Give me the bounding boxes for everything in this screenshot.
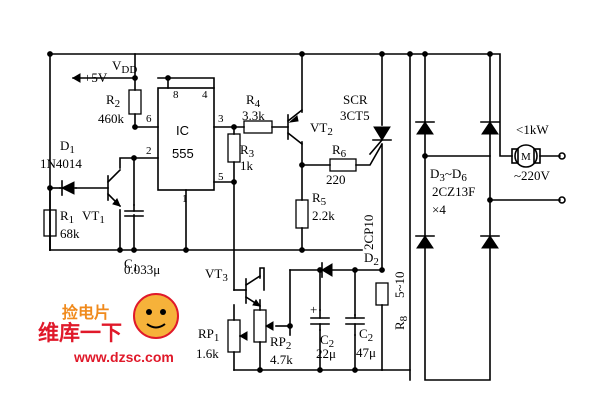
- svg-text:4: 4: [202, 89, 208, 101]
- svg-text:68k: 68k: [60, 226, 80, 241]
- diode-d2: [321, 262, 333, 278]
- svg-text:+: +: [310, 302, 317, 317]
- resistor-r8: [375, 282, 389, 306]
- capacitor-c1: [124, 204, 144, 217]
- svg-text:R6: R6: [332, 142, 347, 160]
- wires: [49, 53, 561, 381]
- svg-text:47μ: 47μ: [356, 345, 376, 360]
- watermark-logo: 捡电片 维库一下 www.dzsc.com: [38, 293, 179, 365]
- terminal-bottom: [558, 196, 566, 204]
- svg-text:5: 5: [218, 171, 224, 183]
- svg-text:C2: C2: [359, 326, 373, 344]
- supply-arrow: [71, 73, 81, 83]
- svg-text:2CZ13F: 2CZ13F: [432, 184, 475, 199]
- resistor-r6: [329, 158, 357, 172]
- svg-text:R1: R1: [60, 208, 74, 226]
- svg-text:4.7k: 4.7k: [270, 352, 293, 367]
- motor-load: [511, 144, 541, 168]
- svg-text:3CT5: 3CT5: [340, 108, 370, 123]
- svg-text:460k: 460k: [98, 111, 125, 126]
- svg-text:D1: D1: [60, 138, 75, 156]
- labels: VDD +5V R2 460k D1 1N4014 R1 68k VT1 IC …: [40, 58, 551, 367]
- svg-text:1.6k: 1.6k: [196, 346, 219, 361]
- resistor-r5: [295, 199, 309, 229]
- svg-text:5~10: 5~10: [392, 271, 407, 298]
- capacitor-c2-47u: [345, 314, 365, 336]
- svg-text:×4: ×4: [432, 202, 446, 217]
- svg-text:1: 1: [182, 193, 188, 205]
- transistor-vt1: [106, 168, 122, 208]
- svg-text:VT1: VT1: [82, 208, 105, 226]
- svg-text:C1: C1: [124, 256, 138, 274]
- svg-text:M: M: [521, 151, 531, 163]
- diode-d1: [59, 180, 77, 196]
- svg-text:VT3: VT3: [205, 266, 228, 284]
- svg-text:SCR: SCR: [343, 92, 368, 107]
- svg-text:+5V: +5V: [84, 70, 108, 85]
- junction-dots: [47, 51, 493, 373]
- svg-text:R8: R8: [392, 315, 410, 330]
- svg-text:<1kW: <1kW: [516, 122, 549, 137]
- transistor-vt3: [244, 274, 262, 308]
- thyristor-scr: [368, 126, 392, 156]
- svg-text:22μ: 22μ: [316, 346, 336, 361]
- svg-text:3.3k: 3.3k: [242, 108, 265, 123]
- svg-text:维库一下: 维库一下: [38, 321, 122, 345]
- svg-text:捡电片: 捡电片: [62, 303, 110, 322]
- svg-text:R5: R5: [312, 190, 327, 208]
- svg-text:D3~D6: D3~D6: [430, 166, 467, 184]
- svg-text:0.033μ: 0.033μ: [124, 262, 160, 277]
- potentiometer-rp2: [253, 309, 274, 343]
- transistor-vt2: [286, 108, 304, 146]
- svg-text:3: 3: [218, 113, 224, 125]
- svg-text:VDD: VDD: [112, 58, 137, 76]
- svg-text:2CP10: 2CP10: [361, 215, 376, 250]
- svg-text:R3: R3: [240, 142, 255, 160]
- svg-text:RP1: RP1: [198, 326, 219, 344]
- svg-text:555: 555: [172, 146, 194, 161]
- bridge-diodes: [415, 121, 500, 249]
- resistor-r3: [227, 133, 241, 163]
- svg-text:D2: D2: [364, 250, 379, 268]
- resistor-r4: [243, 120, 273, 134]
- svg-text:IC: IC: [176, 123, 189, 138]
- svg-text:www.dzsc.com: www.dzsc.com: [73, 349, 174, 365]
- svg-text:220: 220: [326, 172, 346, 187]
- svg-text:RP2: RP2: [270, 334, 291, 352]
- svg-text:1k: 1k: [240, 158, 254, 173]
- svg-text:6: 6: [146, 113, 152, 125]
- terminal-top: [558, 152, 566, 160]
- svg-text:1N4014: 1N4014: [40, 156, 82, 171]
- capacitor-c2-22u: [310, 309, 330, 331]
- svg-text:R2: R2: [106, 92, 120, 110]
- svg-text:8: 8: [173, 89, 179, 101]
- svg-text:C2: C2: [320, 332, 334, 350]
- svg-text:2.2k: 2.2k: [312, 208, 335, 223]
- potentiometer-rp1: [227, 319, 248, 353]
- svg-text:2: 2: [146, 145, 152, 157]
- svg-text:R4: R4: [246, 92, 261, 110]
- svg-text:VT2: VT2: [310, 120, 333, 138]
- resistor-r2: [128, 89, 142, 115]
- ic-555: [157, 87, 215, 191]
- svg-text:~220V: ~220V: [514, 168, 551, 183]
